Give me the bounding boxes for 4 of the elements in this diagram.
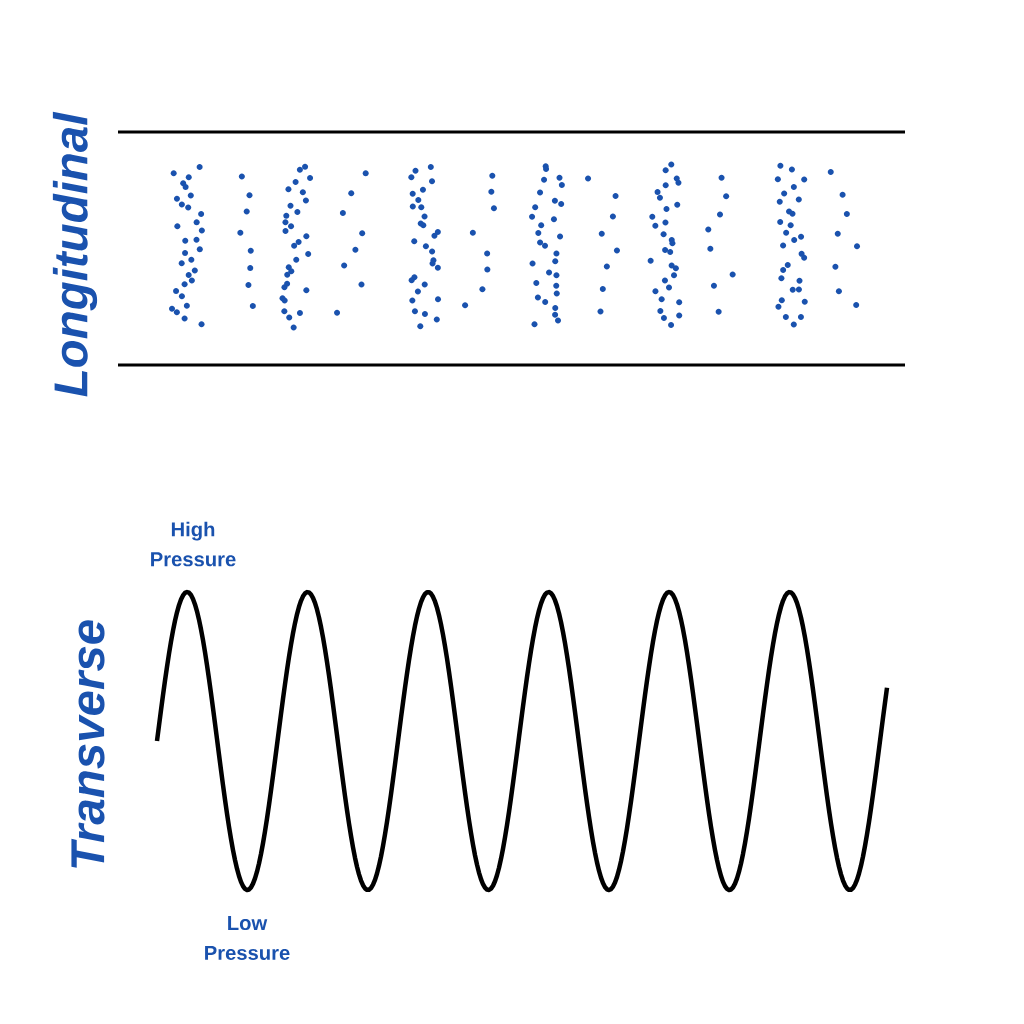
pressure-label: Low Pressure [205, 916, 290, 960]
rotated-title: Transverse [71, 620, 105, 868]
rotated-title: Longitudinal [52, 111, 98, 397]
pressure-label: High Pressure [151, 521, 236, 567]
